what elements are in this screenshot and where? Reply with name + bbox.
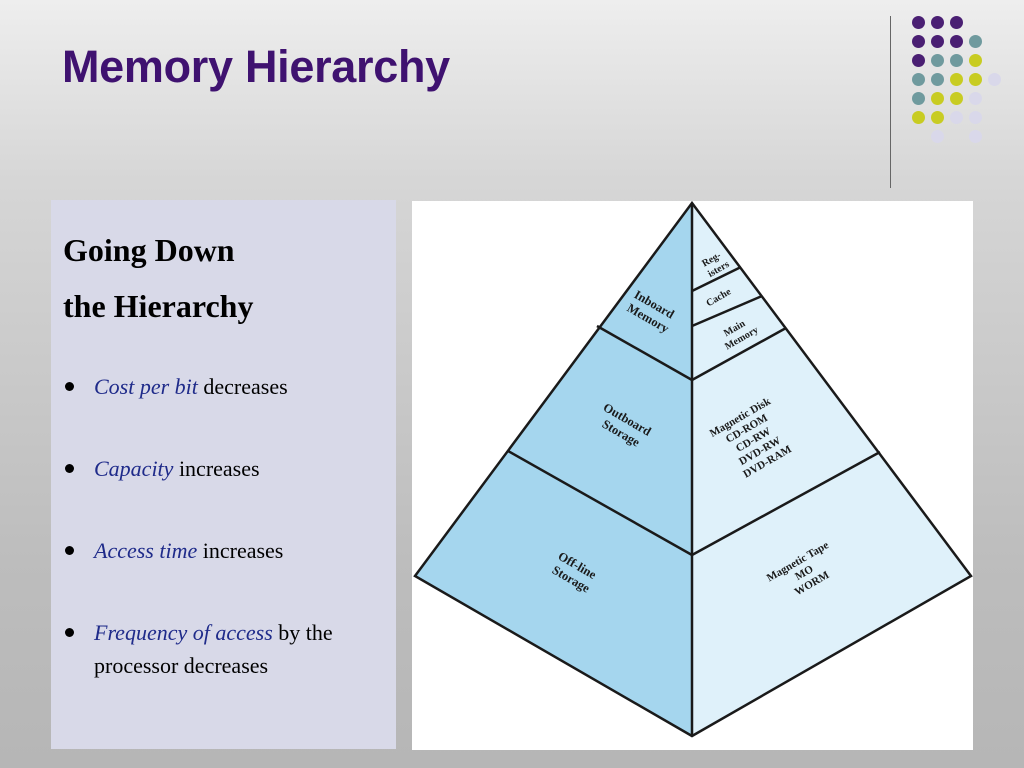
decorative-dot-teal [911, 91, 925, 105]
pyramid-diagram-panel: Inboard Memory Outboard Storage Off-line… [412, 201, 973, 750]
decorative-dot-lavender [949, 110, 963, 124]
decorative-dot-teal [930, 72, 944, 86]
decorative-dot-lavender [968, 129, 982, 143]
divider-inboard-outboard-left [596, 324, 693, 382]
decorative-dot-purple [911, 15, 925, 29]
slide-title: Memory Hierarchy [62, 41, 450, 92]
bullet-access-time: Access time increases [63, 534, 383, 567]
decorative-dot-purple [911, 34, 925, 48]
decorative-dot-purple [949, 34, 963, 48]
divider-outboard-offline-right [691, 450, 881, 557]
decorative-dot-lavender [968, 110, 982, 124]
bullet-cost-per-bit: Cost per bit decreases [63, 370, 383, 403]
decorative-dot-grid [0, 0, 1024, 200]
panel-heading-line-1: Going Down [63, 232, 235, 268]
decorative-dot-yellow [968, 72, 982, 86]
bullet-term: Access time [94, 538, 198, 563]
title-divider [890, 16, 891, 188]
decorative-dot-yellow [930, 110, 944, 124]
decorative-dot-teal [930, 53, 944, 67]
decorative-dot-lavender [968, 91, 982, 105]
decorative-dot-purple [930, 34, 944, 48]
bullet-text: increases [173, 456, 260, 481]
decorative-dot-purple [911, 53, 925, 67]
panel-heading: Going Down the Hierarchy [63, 222, 253, 334]
bullet-term: Cost per bit [94, 374, 198, 399]
decorative-dot-teal [949, 53, 963, 67]
divider-outboard-offline-left [507, 449, 693, 557]
bullet-term: Frequency of access [94, 620, 273, 645]
bullet-text: increases [197, 538, 284, 563]
decorative-dot-yellow [930, 91, 944, 105]
bullet-term: Capacity [94, 456, 174, 481]
bullet-capacity: Capacity increases [63, 452, 383, 485]
bullet-text: by the processor decreases [94, 620, 333, 678]
decorative-dot-lavender [930, 129, 944, 143]
decorative-dot-purple [949, 15, 963, 29]
pyramid-outline [413, 201, 973, 738]
divider-inboard-outboard-right [691, 326, 787, 382]
decorative-dot-purple [930, 15, 944, 29]
decorative-dot-teal [911, 72, 925, 86]
decorative-dot-lavender [987, 72, 1001, 86]
divider-registers-cache [691, 265, 742, 293]
decorative-dot-yellow [949, 91, 963, 105]
bullet-list: Cost per bit decreases Capacity increase… [63, 370, 383, 731]
text-panel: Going Down the Hierarchy Cost per bit de… [51, 200, 396, 749]
decorative-dot-yellow [949, 72, 963, 86]
bullet-text: decreases [197, 374, 288, 399]
panel-heading-line-2: the Hierarchy [63, 288, 254, 324]
decorative-dot-yellow [968, 53, 982, 67]
pyramid-right-face [692, 203, 971, 736]
memory-pyramid-diagram: Inboard Memory Outboard Storage Off-line… [413, 201, 973, 738]
pyramid-left-face [415, 203, 692, 736]
decorative-dot-teal [968, 34, 982, 48]
bullet-frequency-of-access: Frequency of access by the processor dec… [63, 616, 383, 682]
divider-cache-main-memory [691, 294, 763, 328]
decorative-dot-yellow [911, 110, 925, 124]
